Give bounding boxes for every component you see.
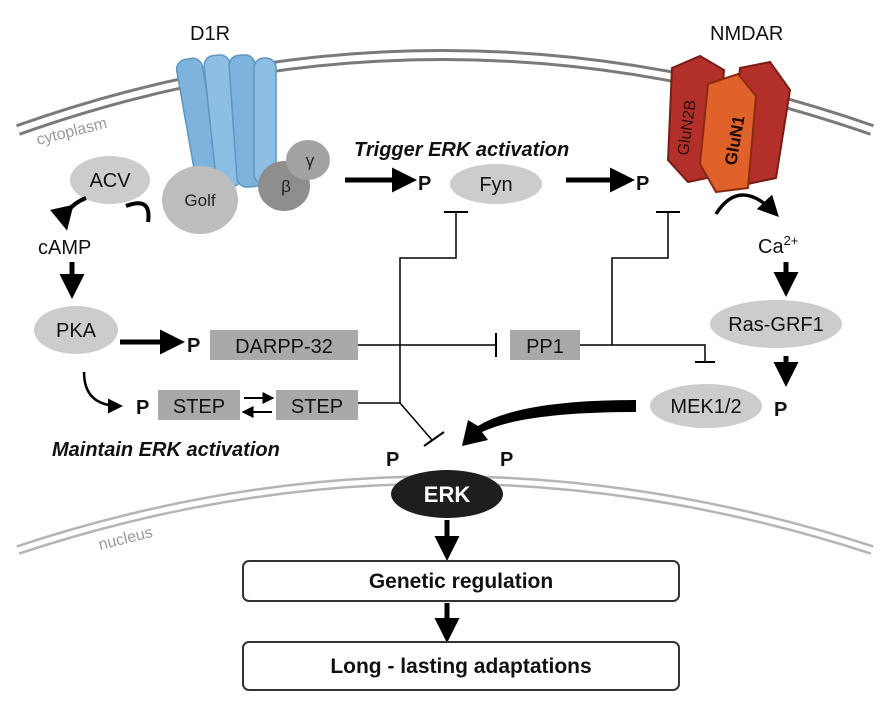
golf-label: Golf <box>184 191 215 210</box>
fyn-label: Fyn <box>479 174 512 196</box>
mek-node <box>650 384 762 428</box>
maintain-caption: Maintain ERK activation <box>52 439 280 461</box>
beta-label: β <box>281 177 291 196</box>
acv-label: ACV <box>89 170 131 192</box>
genetic-regulation-box <box>242 560 680 602</box>
step-node <box>276 390 358 420</box>
erk-phospho-left: P <box>386 449 399 471</box>
inhibit-step-erk <box>358 402 433 441</box>
gamma-subunit <box>286 140 330 180</box>
acv-node <box>70 156 150 204</box>
inhibit-pp1-nmdar <box>611 212 669 345</box>
fyn-node <box>450 164 542 204</box>
nmdar-label: NMDAR <box>710 23 783 45</box>
step-phospho-node <box>158 390 240 420</box>
d1r-receptor-icon <box>175 54 277 188</box>
erk-phospho-right: P <box>500 449 513 471</box>
arrow-mek-to-erk <box>462 400 636 446</box>
gamma-label: γ <box>306 151 315 170</box>
d1r-label: D1R <box>190 23 230 45</box>
mek-phospho-label: P <box>774 399 787 421</box>
step-phospho-label-text: STEP <box>173 396 225 418</box>
genetic-regulation-label: Genetic regulation <box>369 570 553 593</box>
long-lasting-box <box>242 641 680 691</box>
arrow-acv-to-camp <box>50 196 87 231</box>
pp1-node <box>510 330 580 360</box>
step-phospho-label: P <box>136 397 149 419</box>
erk-node <box>391 470 503 518</box>
fyn-phospho-label: P <box>418 173 431 195</box>
pp1-label: PP1 <box>526 336 564 358</box>
golf-subunit <box>162 166 238 234</box>
inhibit-bar-erk <box>423 431 445 447</box>
darpp32-phospho-label: P <box>187 335 200 357</box>
inhibit-pp1-mek <box>580 344 706 362</box>
arrow-pka-to-step <box>82 371 123 414</box>
camp-label: cAMP <box>38 237 91 259</box>
ca-label: Ca2+ <box>758 233 798 258</box>
step-label: STEP <box>291 396 343 418</box>
rasgrf1-label: Ras-GRF1 <box>728 314 824 336</box>
nmdar-receptor-icon <box>666 54 792 194</box>
mek-label: MEK1/2 <box>670 396 741 418</box>
rasgrf1-node <box>710 300 842 348</box>
long-lasting-label: Long - lasting adaptations <box>330 655 591 678</box>
inhibit-step-fyn <box>399 212 457 403</box>
darpp32-label: DARPP-32 <box>235 336 333 358</box>
pka-label: PKA <box>56 320 97 342</box>
darpp32-node <box>210 330 358 360</box>
erk-label: ERK <box>424 482 471 507</box>
arrow-nmdar-to-ca <box>714 193 779 218</box>
golf-to-acv-curve <box>125 201 151 223</box>
pka-node <box>34 306 118 354</box>
nmdar-phospho-label: P <box>636 173 649 195</box>
trigger-caption: Trigger ERK activation <box>354 139 569 161</box>
